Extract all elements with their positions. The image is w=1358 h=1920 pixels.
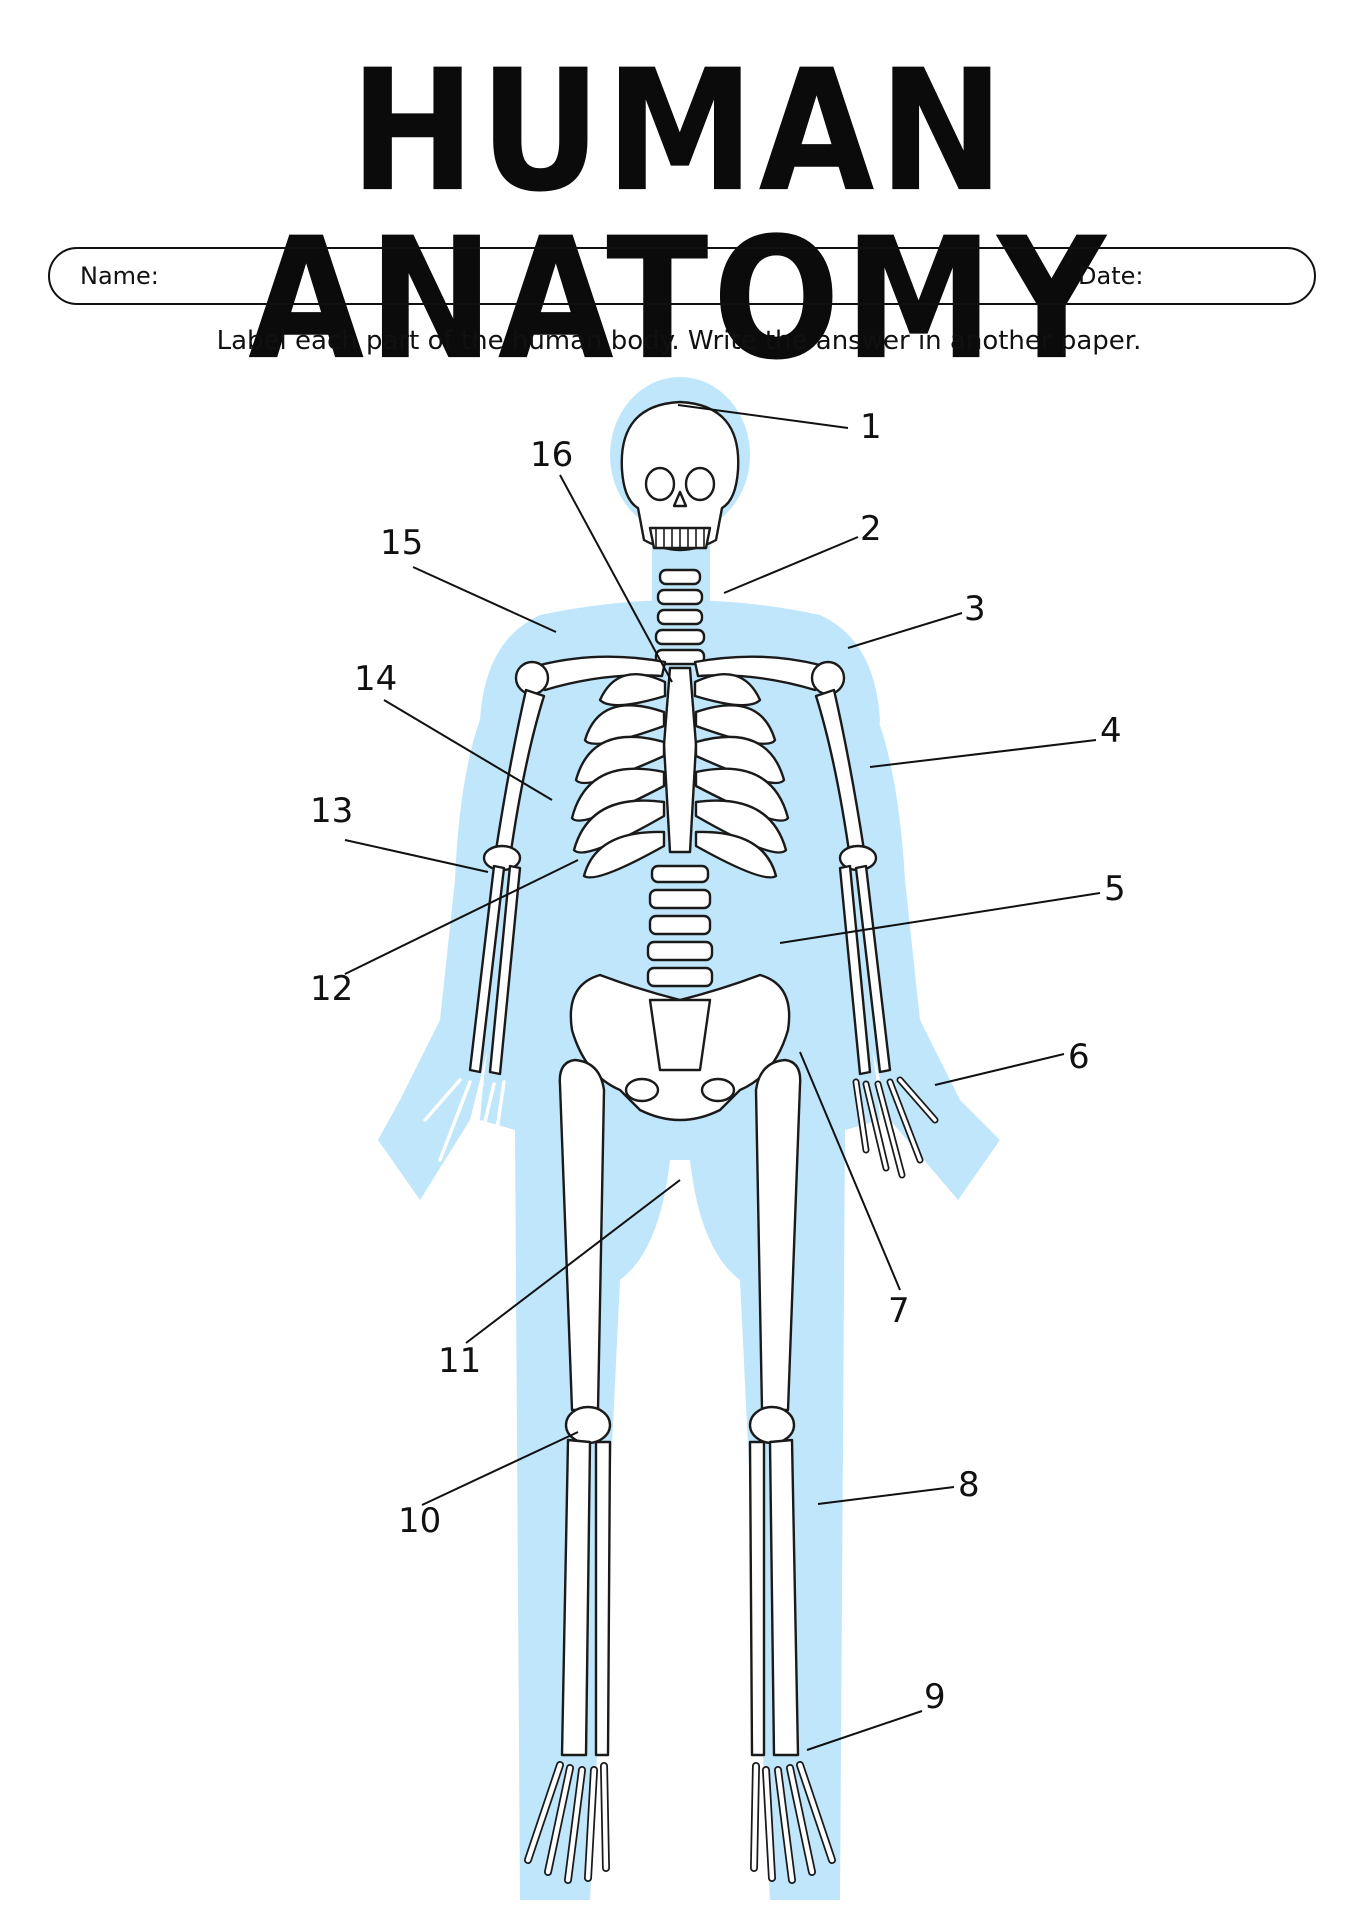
leader-7 [799, 1051, 901, 1291]
name-label: Name: [80, 262, 159, 290]
leader-16 [559, 474, 673, 683]
leader-13 [344, 839, 489, 873]
leader-6 [934, 1053, 1065, 1086]
leader-9 [806, 1710, 923, 1751]
label-3: 3 [964, 589, 986, 629]
instructions: Label each part of the human body. Write… [216, 326, 1142, 356]
leader-11 [465, 1179, 681, 1344]
number-labels: 1 2 3 4 5 6 7 8 9 10 11 12 13 14 15 16 [310, 407, 1126, 1717]
leader-8 [817, 1486, 955, 1505]
leader-5 [779, 892, 1101, 944]
label-7: 7 [888, 1291, 910, 1331]
leader-3 [847, 612, 963, 649]
label-5: 5 [1104, 869, 1126, 909]
skull [620, 400, 740, 552]
label-1: 1 [860, 407, 882, 447]
leader-1 [677, 404, 849, 429]
ribcage [570, 666, 790, 879]
label-10: 10 [398, 1501, 441, 1541]
date-label: Date: [1078, 262, 1144, 290]
label-4: 4 [1100, 711, 1122, 751]
body-silhouette [378, 377, 1000, 1900]
label-8: 8 [958, 1465, 980, 1505]
pelvis [569, 973, 791, 1122]
label-15: 15 [380, 523, 423, 563]
leader-2 [723, 536, 859, 594]
leader-15 [412, 566, 557, 633]
label-6: 6 [1068, 1037, 1090, 1077]
left-leg [524, 1058, 612, 1884]
label-13: 13 [310, 791, 353, 831]
worksheet-title: HUMAN ANATOMY [248, 34, 1110, 398]
name-date-bar: Name: Date: [48, 247, 1316, 305]
leader-4 [869, 739, 1097, 768]
label-11: 11 [438, 1341, 481, 1381]
leader-lines [344, 404, 1101, 1751]
label-9: 9 [924, 1677, 946, 1717]
leader-12 [344, 859, 579, 975]
right-leg [748, 1058, 836, 1884]
shoulder-girdle [514, 655, 846, 696]
label-12: 12 [310, 969, 353, 1009]
leader-14 [383, 699, 553, 801]
leader-10 [421, 1431, 579, 1506]
lumbar-spine [646, 864, 714, 988]
label-16: 16 [530, 435, 573, 475]
left-arm [423, 688, 546, 1177]
label-2: 2 [860, 509, 882, 549]
label-14: 14 [354, 659, 397, 699]
cervical-spine [654, 568, 706, 666]
right-arm [814, 688, 939, 1179]
